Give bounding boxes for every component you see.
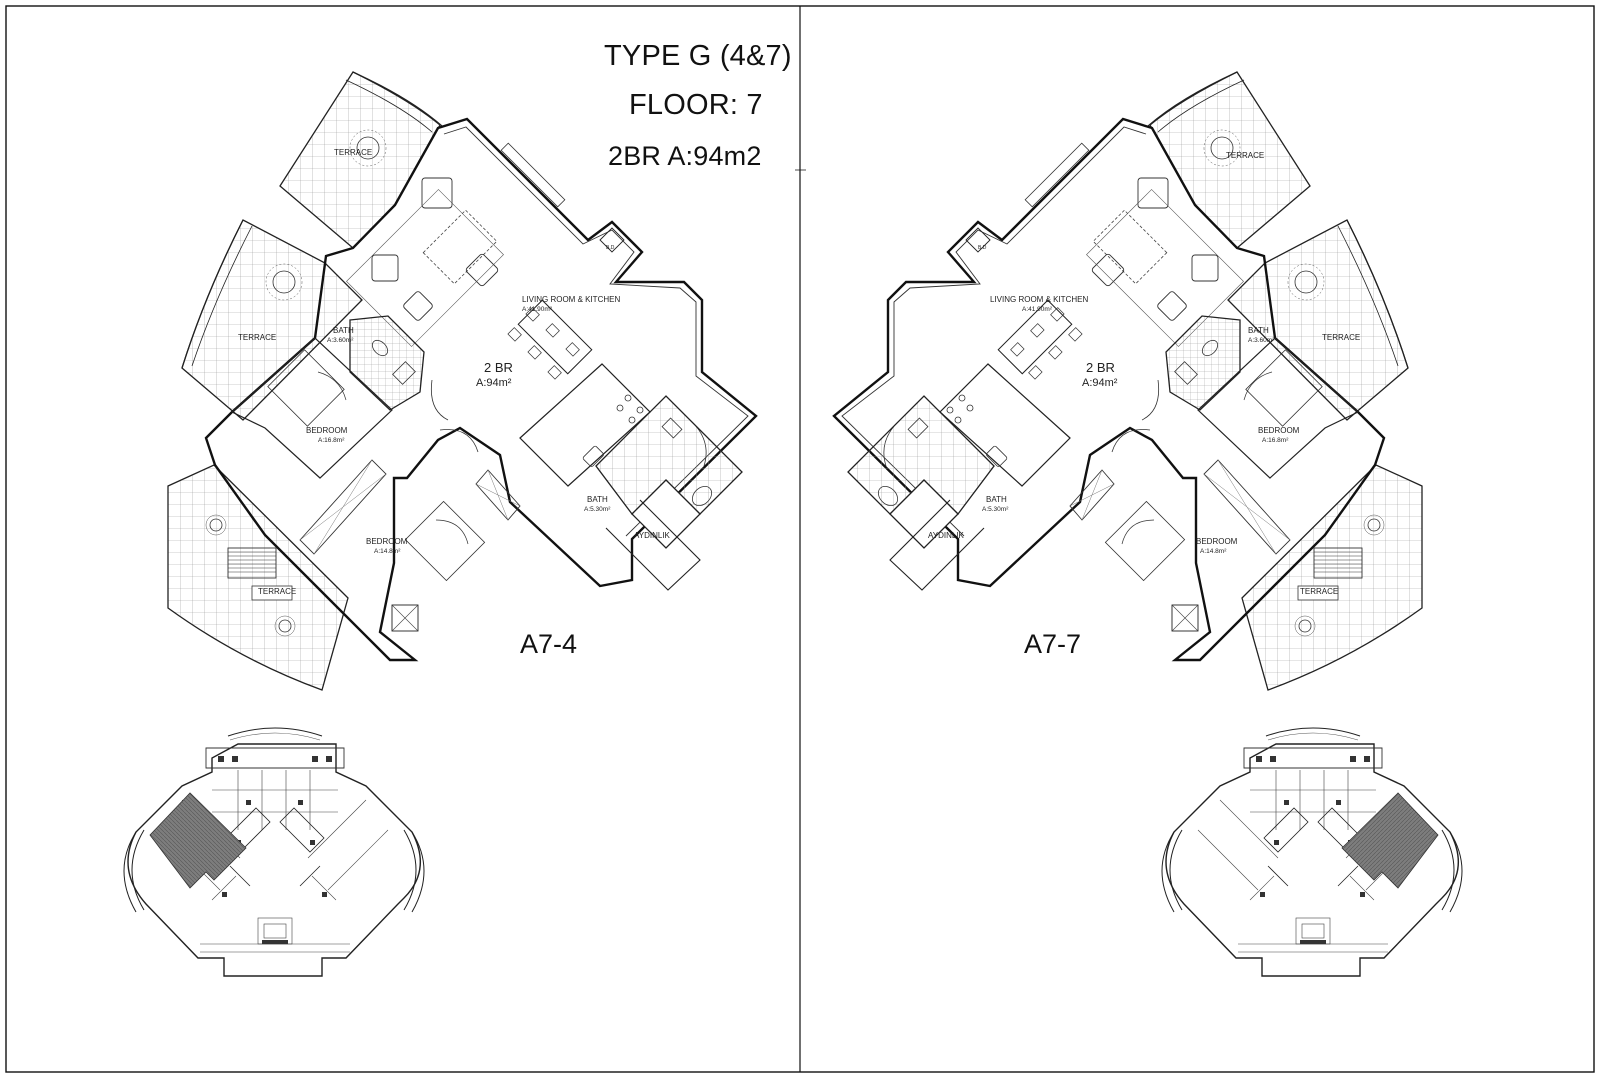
terrace-mid-label: TERRACE [238,333,276,342]
bedroom-2-label: BEDROOM [1196,537,1238,546]
registration-mark [795,165,806,176]
bedroom-1-label: BEDROOM [306,426,348,435]
unit-label-left: A7-4 [520,629,578,659]
unit-center-area: A:94m² [1082,377,1118,389]
terrace-low-label: TERRACE [1300,587,1338,596]
living-room-area: A:41.90m² [1022,306,1053,313]
bath-small-label: BATH [1248,326,1269,335]
unit-center-area: A:94m² [476,377,512,389]
terrace-low-label: TERRACE [258,587,296,596]
shaft-label: B.D [978,245,987,251]
unit-center-label: 2 BR [484,360,513,375]
bath-large-label: BATH [587,495,608,504]
bath-large-area: A:5.30m² [982,506,1009,513]
bath-large-label: BATH [986,495,1007,504]
terrace-mid-label: TERRACE [1322,333,1360,342]
bedroom-1-area: A:16.8m² [1262,437,1289,444]
bath-large-area: A:5.30m² [584,506,611,513]
key-plan-left [123,727,425,977]
shaft-label: B.D [606,245,615,251]
key-plan-right [1161,727,1463,977]
aydinlik-label: AYDINLIK [634,531,671,540]
unit-center-label: 2 BR [1086,360,1115,375]
floor-plan-a7-7: TERRACE TERRACE TERRACE LIVING ROOM & KI… [832,70,1424,692]
bedroom-2-label: BEDROOM [366,537,408,546]
area-title: 2BR A:94m2 [608,141,762,171]
bedroom-2-area: A:14.8m² [1200,548,1227,555]
bath-small-label: BATH [333,326,354,335]
unit-label-right: A7-7 [1024,629,1082,659]
living-room-label: LIVING ROOM & KITCHEN [990,295,1088,304]
bath-small-area: A:3.60m² [327,337,354,344]
aydinlik-label: AYDINLIK [928,531,965,540]
living-room-label: LIVING ROOM & KITCHEN [522,295,620,304]
bedroom-2-area: A:14.8m² [374,548,401,555]
living-room-area: A:41.90m² [522,306,553,313]
terrace-top-label: TERRACE [334,148,372,157]
floor-plan-a7-4: TERRACE TERRACE TERRACE LIVING ROOM & KI… [166,70,758,692]
bedroom-1-label: BEDROOM [1258,426,1300,435]
plan-type-title: TYPE G (4&7) [604,40,792,72]
bath-small-area: A:3.60m² [1248,337,1275,344]
floor-title: FLOOR: 7 [629,89,763,121]
bedroom-1-area: A:16.8m² [318,437,345,444]
terrace-top-label: TERRACE [1226,151,1264,160]
